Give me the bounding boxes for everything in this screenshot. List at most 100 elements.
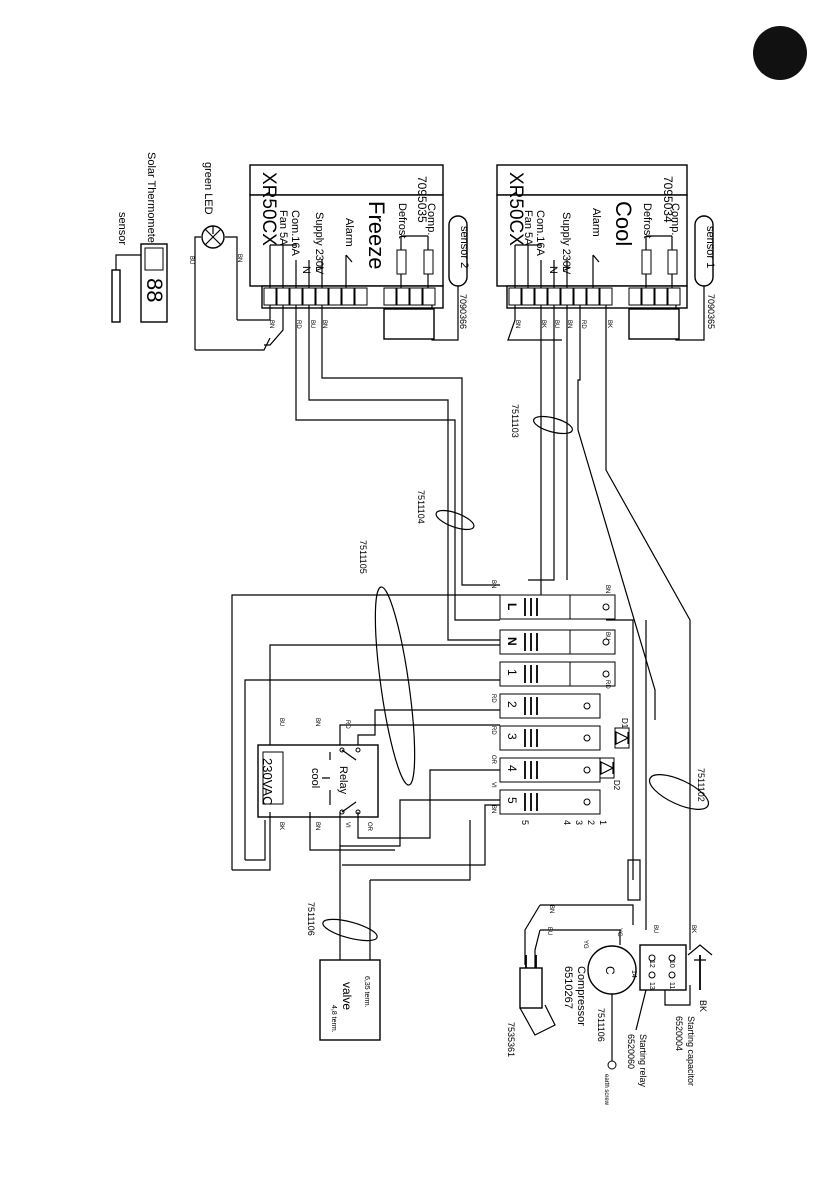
svg-text:5: 5 (520, 820, 530, 825)
svg-text:sensor 2: sensor 2 (458, 226, 470, 268)
svg-text:BU: BU (604, 632, 610, 640)
svg-text:OR: OR (490, 755, 496, 765)
freeze-fan-label: Fan 5A (277, 210, 289, 246)
cool-l-label: L (560, 266, 572, 272)
solar-display: 88 (142, 278, 167, 302)
svg-text:1: 1 (598, 820, 608, 825)
sensor-1: sensor 1 7090365 (628, 215, 716, 341)
green-led: green LED (194, 162, 238, 350)
svg-text:3: 3 (574, 820, 584, 825)
solar-thermometer: Solar Thermometer sensor 88 (111, 152, 168, 323)
cool-model: XR50CX (505, 172, 526, 246)
sensor-1-part: 7090365 (706, 294, 716, 329)
cable-7511106-earth: 7511106 (596, 1008, 606, 1042)
sensor-2: sensor 2 7090366 (383, 215, 470, 341)
freeze-alarm-label: Alarm (343, 218, 355, 247)
cool-controller: XR50CX 7095034 Cool Comp. Defrost Alarm … (496, 164, 688, 309)
freeze-model: XR50CX (258, 172, 279, 246)
cool-part: 7095034 (661, 176, 675, 223)
compressor-section: C Compressor 6510267 7511106 earth screw… (506, 619, 713, 1106)
cable-7511106-valve: 7511106 (306, 902, 316, 936)
tb-row-5: 5 (505, 797, 519, 804)
starting-relay-title: Starting relay (638, 1034, 648, 1088)
freeze-l-label: L (313, 266, 325, 272)
valve-term-1: 6,35 term. (363, 976, 370, 1008)
plug-part: 7535361 (506, 1022, 516, 1057)
controller-wiring (195, 305, 691, 950)
relay-mode: cool (309, 768, 321, 788)
svg-text:BK: BK (278, 822, 284, 830)
tb-row-l: L (505, 603, 519, 610)
svg-text:BN: BN (514, 320, 520, 328)
valve-title: valve (340, 982, 354, 1010)
tb-row-n: N (505, 637, 519, 646)
cable-7511105: 7511105 (358, 540, 368, 574)
diode-d2: D2 (612, 780, 621, 791)
cap-pin-10: 10 (668, 960, 675, 968)
svg-text:BU: BU (553, 320, 559, 328)
svg-text:VI: VI (490, 782, 496, 788)
cap-pin-12: 12 (648, 960, 655, 968)
wire-color-tags: BN BU BN RD BU BN BN BK BU BN RD BK BN R… (188, 254, 696, 949)
earth-screw: earth screw (603, 1074, 609, 1106)
svg-text:sensor 1: sensor 1 (704, 226, 716, 268)
starting-capacitor-wire: BK (698, 1000, 708, 1012)
relay-wiring (231, 594, 500, 960)
cool-n-label: N (547, 266, 559, 274)
tb-row-4: 4 (505, 765, 519, 772)
svg-text:4: 4 (562, 820, 572, 825)
svg-text:BU: BU (188, 256, 194, 264)
tb-row-1: 1 (505, 669, 519, 676)
freeze-comp-label: Comp. (425, 203, 437, 235)
svg-text:BN: BN (548, 905, 554, 913)
cap-pin-13: 13 (648, 982, 655, 990)
compressor-title: Compressor (575, 966, 587, 1026)
svg-text:YG: YG (616, 928, 622, 937)
svg-text:BK: BK (690, 925, 696, 933)
svg-text:RD: RD (580, 320, 586, 329)
svg-text:RD: RD (344, 720, 350, 729)
relay-title: Relay (337, 766, 349, 795)
freeze-defrost-label: Defrost (396, 203, 408, 238)
svg-text:RD: RD (490, 726, 496, 735)
cap-pin-14: 14 (630, 970, 637, 978)
cable-7511103: 7511103 (510, 404, 520, 438)
freeze-part: 7095035 (415, 176, 429, 223)
solar-title: Solar Thermometer (145, 152, 157, 247)
svg-text:BN: BN (321, 320, 327, 328)
cool-fan-label: Fan 5A (522, 210, 534, 246)
svg-text:RD: RD (490, 694, 496, 703)
relay: 230VAC Relay cool (257, 744, 379, 818)
sensor-2-part: 7090366 (458, 294, 468, 329)
compressor-symbol: C (603, 966, 617, 975)
cool-alarm-label: Alarm (590, 208, 602, 237)
tb-row-3: 3 (505, 733, 519, 740)
cool-terminal-strip (508, 287, 681, 306)
solar-sensor-label: sensor (116, 212, 128, 245)
relay-voltage: 230VAC (260, 758, 275, 805)
svg-text:BU: BU (546, 927, 552, 935)
page-marker (753, 26, 807, 80)
svg-text:BN: BN (314, 718, 320, 726)
cool-com-label: Com.16A (534, 210, 546, 257)
svg-text:BN: BN (566, 320, 572, 328)
terminal-block: L N 1 2 3 4 5 1 2 3 4 5 D1 D2 (499, 594, 630, 825)
cable-markers: 7511103 7511104 7511105 7511102 7511106 (306, 404, 710, 942)
svg-text:green LED: green LED (202, 162, 214, 215)
valve: valve 6,35 term. 4,8 term. (319, 959, 381, 1041)
cable-7511102: 7511102 (696, 768, 706, 802)
cool-defrost-label: Defrost (641, 203, 653, 238)
svg-text:BN: BN (490, 805, 496, 813)
svg-text:BN: BN (236, 254, 242, 262)
freeze-mode-label: Freeze (364, 201, 389, 269)
svg-text:RD: RD (295, 320, 301, 329)
diode-d1: D1 (620, 718, 629, 729)
freeze-n-label: N (300, 266, 312, 274)
starting-capacitor-title: Starting capacitor (686, 1016, 696, 1086)
svg-text:BN: BN (268, 320, 274, 328)
cool-comp-label: Comp. (669, 203, 681, 235)
freeze-controller: XR50CX 7095035 Freeze Comp. Defrost Alar… (249, 164, 444, 309)
svg-text:BN: BN (314, 822, 320, 830)
cable-7511104: 7511104 (416, 490, 426, 524)
tb-row-2: 2 (505, 701, 519, 708)
